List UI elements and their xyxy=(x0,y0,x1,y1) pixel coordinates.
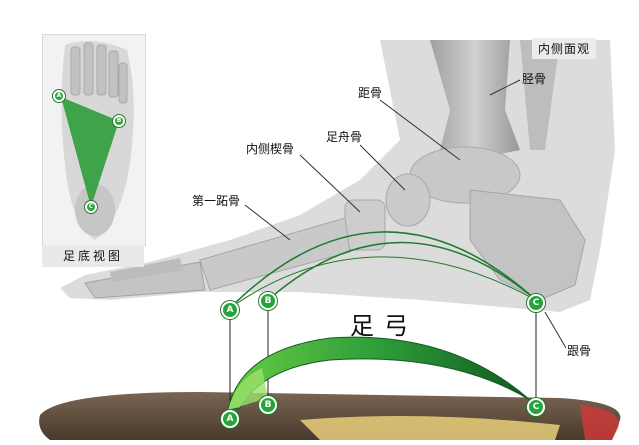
tibia-bone xyxy=(430,40,520,160)
first-metatarsal-bone xyxy=(199,217,351,291)
navicular-bone xyxy=(385,173,431,227)
medial-view-label: 内侧面观 xyxy=(532,38,597,59)
plantar-view-label: 足底视图 xyxy=(42,245,144,267)
point-a-bottom: A xyxy=(221,410,239,428)
label-navicular: 足舟骨 xyxy=(326,130,363,144)
point-b-bottom: B xyxy=(259,396,277,414)
point-c-bottom: C xyxy=(527,398,545,416)
label-talus: 距骨 xyxy=(358,86,383,100)
plantar-point-b: B xyxy=(113,115,125,127)
point-c-top: C xyxy=(527,294,545,312)
point-a-top: A xyxy=(221,301,239,319)
point-b-top: B xyxy=(259,292,277,310)
plantar-triangle xyxy=(61,97,119,207)
plantar-point-a: A xyxy=(53,90,65,102)
label-medial-cuneiform: 内侧楔骨 xyxy=(246,142,295,156)
plantar-view-inset: A B C xyxy=(42,34,146,246)
label-tibia: 胫骨 xyxy=(522,72,547,86)
arch-title: 足弓 xyxy=(350,312,418,340)
plantar-foot-illustration xyxy=(61,41,134,240)
cuneiform-bone xyxy=(344,199,386,251)
plantar-point-c: C xyxy=(85,201,97,213)
label-calcaneus: 跟骨 xyxy=(567,344,592,358)
label-first-metatarsal: 第一跖骨 xyxy=(192,194,241,208)
